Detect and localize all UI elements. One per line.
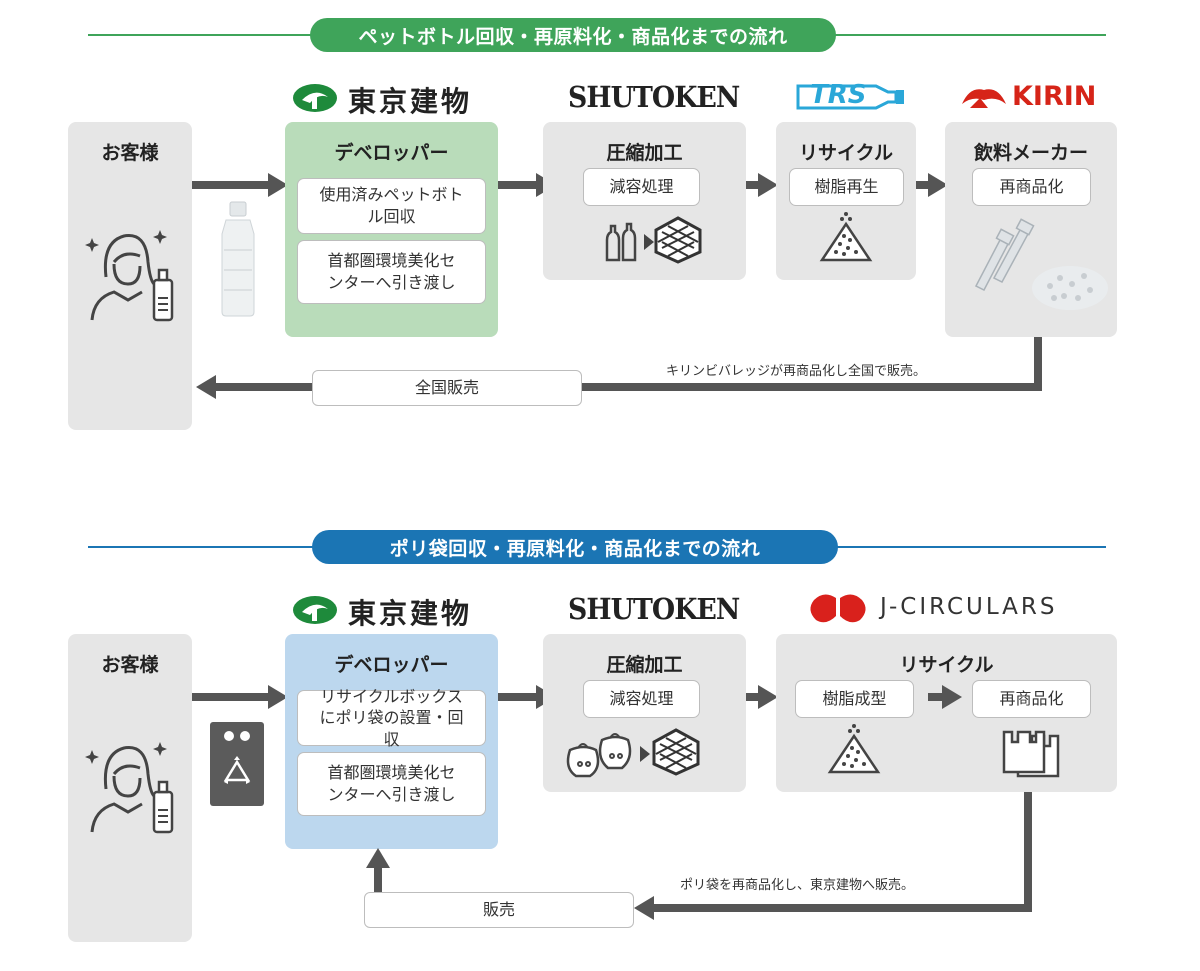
return-line-horizontal xyxy=(214,383,1042,391)
arrow-head-icon xyxy=(268,685,288,709)
customer-woman-icon xyxy=(85,742,174,834)
developer-step-collect: 使用済みペットボトル回収 xyxy=(297,178,486,234)
customer-label: お客様 xyxy=(101,654,159,676)
arrow-head-left-icon xyxy=(196,375,216,399)
arrow-head-icon xyxy=(928,173,948,197)
shopping-bags-icon xyxy=(1002,730,1060,778)
arrow-head-icon xyxy=(758,685,778,709)
recycle-chip: 樹脂再生 xyxy=(789,168,904,206)
section1-title: ペットボトル回収・再原料化・商品化までの流れ xyxy=(310,18,836,52)
customer-box-1: お客様 xyxy=(68,122,192,430)
flow-arrow-line xyxy=(928,693,944,701)
shutoken-logo: SHUTOKEN xyxy=(568,80,740,114)
return-label-chip: 販売 xyxy=(364,892,634,928)
preforms-image xyxy=(974,218,1035,292)
j-circulars-logo-text: J-CIRCULARS xyxy=(880,594,1058,620)
compressed-bale-icon xyxy=(654,216,702,264)
return-label-chip: 全国販売 xyxy=(312,370,582,406)
customer-woman-icon xyxy=(85,230,174,322)
arrow-head-icon xyxy=(758,173,778,197)
flow-arrow-line xyxy=(498,693,538,701)
developer-step-install: リサイクルボックスにポリ袋の設置・回収 xyxy=(297,687,486,749)
recycle-chip-product: 再商品化 xyxy=(972,680,1091,718)
customer-label: お客様 xyxy=(101,142,159,164)
play-arrow-icon xyxy=(644,234,654,250)
tokyo-tatemono-logo-icon xyxy=(293,84,337,112)
kirin-logo-text: KIRIN xyxy=(1012,81,1097,112)
pellets-image xyxy=(1032,266,1108,310)
developer-title: デベロッパー xyxy=(334,142,449,164)
resin-pile-icon xyxy=(827,724,881,774)
compress-chip: 減容処理 xyxy=(583,680,700,718)
kirin-mark-icon xyxy=(962,89,1006,108)
recycle-box-icon xyxy=(210,722,264,806)
play-arrow-icon xyxy=(640,746,650,762)
compress-chip: 減容処理 xyxy=(583,168,700,206)
pet-bottle-icon xyxy=(221,201,255,317)
trs-logo-text: TRS xyxy=(810,80,867,110)
recycle-title: リサイクル xyxy=(798,142,894,164)
developer-logo-text: 東京建物 xyxy=(348,597,473,630)
flow-arrow-line xyxy=(746,693,760,701)
trs-logo-icon xyxy=(796,84,904,110)
flow-arrow-line xyxy=(192,181,270,189)
maker-chip: 再商品化 xyxy=(972,168,1091,206)
bottles-icon xyxy=(605,222,637,262)
resin-pile-icon xyxy=(819,212,873,262)
flow-arrow-line xyxy=(746,181,760,189)
recycle-chip-molding: 樹脂成型 xyxy=(795,680,914,718)
customer-box-2: お客様 xyxy=(68,634,192,942)
return-line-vertical xyxy=(1024,792,1032,912)
maker-title: 飲料メーカー xyxy=(973,142,1088,164)
return-line-vertical xyxy=(1034,337,1042,391)
flow-arrow-line xyxy=(192,693,270,701)
return-note: ポリ袋を再商品化し、東京建物へ販売。 xyxy=(680,878,915,893)
shutoken-logo: SHUTOKEN xyxy=(568,592,740,626)
section2-title: ポリ袋回収・再原料化・商品化までの流れ xyxy=(312,530,838,564)
arrow-head-icon xyxy=(942,685,962,709)
recycle-title: リサイクル xyxy=(899,654,994,676)
developer-step-handover: 首都圏環境美化センターへ引き渡し xyxy=(297,752,486,816)
flow-arrow-line xyxy=(498,181,538,189)
arrow-head-left-icon xyxy=(634,896,654,920)
return-line-horizontal xyxy=(652,904,1032,912)
arrow-head-up-icon xyxy=(366,848,390,868)
garbage-bags-icon xyxy=(566,733,632,778)
developer-title: デベロッパー xyxy=(334,654,449,676)
arrow-head-icon xyxy=(268,173,288,197)
return-note: キリンビバレッジが再商品化し全国で販売。 xyxy=(666,364,927,379)
compress-title: 圧縮加工 xyxy=(606,654,683,676)
tokyo-tatemono-logo-icon xyxy=(293,596,337,624)
compressed-bale-icon xyxy=(652,728,700,776)
flow-arrow-line xyxy=(916,181,930,189)
j-circulars-mark-icon xyxy=(810,594,866,623)
compress-title: 圧縮加工 xyxy=(606,142,683,164)
return-line-up xyxy=(374,866,382,892)
developer-step-handover: 首都圏環境美化センターへ引き渡し xyxy=(297,240,486,304)
developer-logo-text: 東京建物 xyxy=(348,85,473,118)
